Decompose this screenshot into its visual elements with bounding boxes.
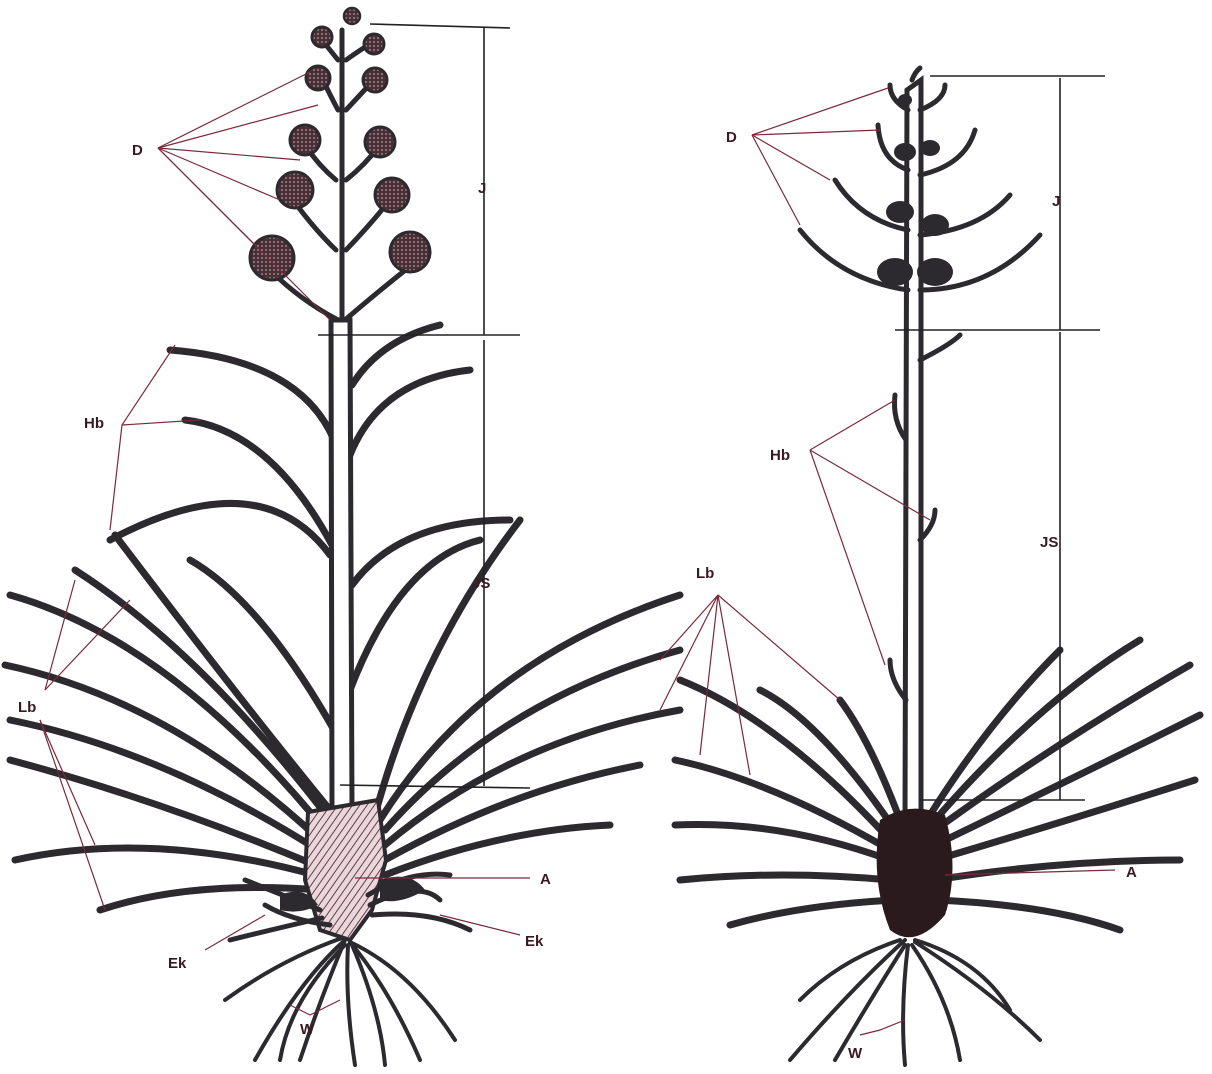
label-right-js: JS (1040, 534, 1058, 551)
label-right-w: W (848, 1045, 863, 1062)
label-left-ek-left: Ek (168, 955, 187, 972)
label-left-w: W (300, 1021, 315, 1038)
left-plant (5, 8, 680, 1065)
left-leader-lines (40, 72, 530, 1015)
left-roots (225, 938, 455, 1065)
label-left-lb: Lb (18, 699, 36, 716)
label-right-a: A (1126, 864, 1137, 881)
right-plant (675, 68, 1200, 1065)
label-left-j: J (478, 180, 486, 197)
label-right-hb: Hb (770, 447, 790, 464)
label-right-d: D (726, 129, 737, 146)
label-left-js: JS (472, 575, 490, 592)
label-left-d: D (132, 142, 143, 159)
right-dimension-lines (895, 76, 1105, 800)
right-axis-solid (877, 809, 953, 938)
label-left-a: A (540, 871, 551, 888)
left-inflorescence (250, 8, 430, 320)
left-stalk-bracts (110, 325, 510, 730)
right-roots (790, 940, 1040, 1065)
label-left-ek-right: Ek (525, 933, 544, 950)
left-stalk (331, 320, 352, 810)
label-left-hb: Hb (84, 415, 104, 432)
right-stalk (905, 80, 921, 820)
label-right-lb: Lb (696, 565, 714, 582)
label-right-j: J (1052, 193, 1060, 210)
